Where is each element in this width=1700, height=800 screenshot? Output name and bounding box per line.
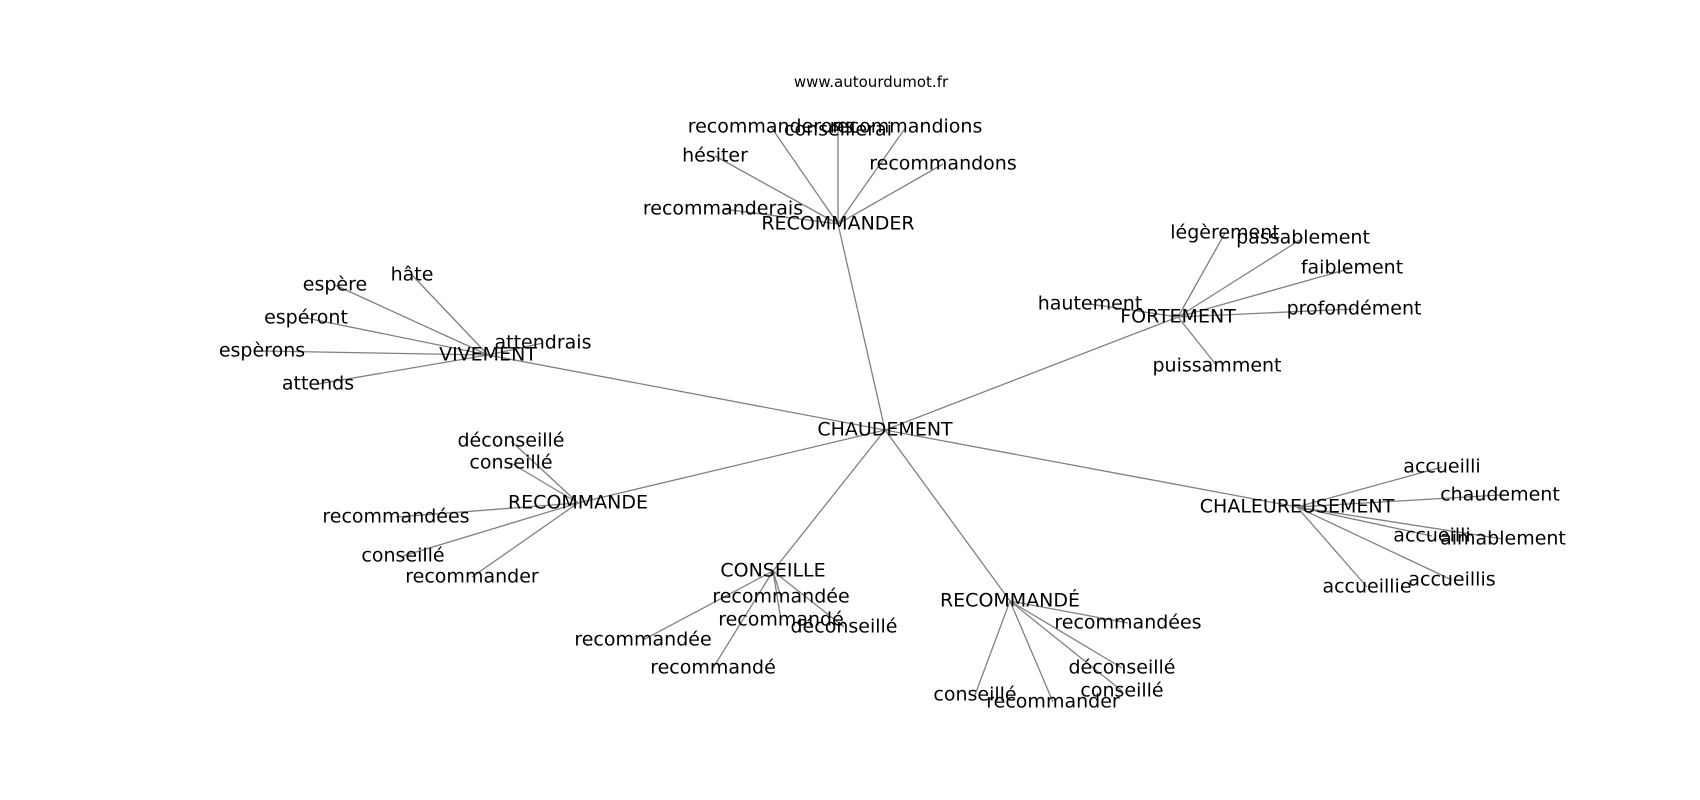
graph-edge — [261, 350, 489, 356]
leaf-node: conseillerai — [784, 119, 892, 141]
graph-edge — [772, 570, 782, 621]
graph-edge — [714, 155, 839, 225]
leaf-node: conseillé — [469, 452, 552, 474]
leaf-node: recommanderais — [643, 198, 803, 220]
leaf-node: conseillé — [361, 545, 444, 567]
leaf-node: espèrons — [219, 340, 305, 362]
leaf-node: hésiter — [682, 145, 748, 167]
graph-edge — [305, 317, 489, 356]
leaf-node: recommandé — [718, 609, 844, 631]
leaf-node: espère — [303, 274, 367, 296]
graph-labels: www.autourdumot.fr CHAUDEMENTRECOMMANDER… — [219, 73, 1566, 713]
graph-edge — [317, 354, 489, 385]
leaf-node: conseillé — [933, 684, 1016, 706]
graph-edge — [1296, 506, 1368, 588]
graph-edge — [510, 440, 579, 504]
leaf-node: recommandées — [1054, 612, 1201, 634]
leaf-node: aimablement — [1440, 528, 1566, 550]
hub-node: RECOMMANDÉ — [940, 589, 1080, 612]
hub-node: CHALEUREUSEMENT — [1200, 496, 1395, 518]
graph-edge — [1296, 506, 1433, 537]
graph-edge — [772, 570, 845, 628]
leaf-node: recommandions — [830, 116, 983, 138]
graph-edge — [402, 502, 579, 557]
graph-edge — [1177, 308, 1355, 318]
graph-edge — [1009, 600, 1123, 692]
leaf-node: recommandé — [650, 657, 776, 679]
graph-edge — [510, 462, 579, 504]
leaf-node: accueillie — [1322, 576, 1411, 598]
leaf-node: hautement — [1038, 293, 1143, 315]
graph-edge — [884, 429, 1298, 508]
leaf-node: puissamment — [1152, 355, 1281, 377]
leaf-node: profondément — [1287, 298, 1422, 320]
leaf-node: recommanderons — [688, 116, 855, 138]
graph-edge — [642, 570, 774, 641]
leaf-node: conseillé — [1080, 680, 1163, 702]
graph-edge — [1009, 600, 1123, 669]
hub-node: VIVEMENT — [439, 344, 537, 366]
leaf-node: recommandée — [574, 629, 711, 651]
graph-edge — [1177, 237, 1304, 318]
graph-edge — [1009, 600, 1129, 624]
graph-edge — [1177, 232, 1226, 318]
leaf-node: déconseillé — [458, 430, 565, 452]
leaf-node: accueilli — [1393, 525, 1470, 547]
graph-edge — [411, 274, 489, 356]
leaf-node: déconseillé — [791, 616, 898, 638]
hub-node: RECOMMANDE — [508, 492, 648, 514]
leaf-node: légèrement — [1170, 222, 1280, 244]
site-url[interactable]: www.autourdumot.fr — [794, 73, 949, 91]
leaf-node: attendrais — [495, 332, 592, 354]
leaf-node: accueillis — [1408, 569, 1495, 591]
graph-edge — [837, 223, 886, 431]
graph-edge — [722, 208, 839, 225]
leaf-node: recommandons — [869, 153, 1016, 175]
leaf-node: chaudement — [1440, 484, 1560, 506]
graph-edge — [1296, 506, 1504, 540]
graph-edge — [772, 429, 886, 572]
graph-edge — [712, 570, 774, 669]
center-node: CHAUDEMENT — [817, 419, 953, 441]
graph-edge — [884, 316, 1179, 431]
graph-edge — [487, 342, 544, 356]
graph-edge — [334, 284, 489, 356]
graph-edge — [1296, 494, 1501, 508]
leaf-node: faiblement — [1301, 257, 1403, 279]
graph-edge — [770, 126, 839, 225]
graph-edge — [395, 502, 579, 518]
graph-edge — [837, 126, 907, 225]
graph-edge — [487, 354, 886, 431]
hub-node: CONSEILLE — [720, 560, 825, 582]
graph-edge — [884, 429, 1011, 602]
leaf-node: recommandée — [712, 586, 849, 608]
graph-edges — [261, 126, 1504, 703]
graph-edge — [1089, 303, 1179, 318]
leaf-node: recommandées — [322, 506, 469, 528]
hub-node: FORTEMENT — [1120, 306, 1236, 328]
hub-node: RECOMMANDER — [761, 213, 914, 235]
graph-edge — [471, 502, 579, 578]
graph-edge — [1177, 316, 1218, 367]
leaf-node: espéront — [264, 307, 348, 329]
leaf-node: recommander — [405, 566, 539, 588]
leaf-node: attends — [282, 373, 354, 395]
graph-edge — [577, 429, 886, 504]
graph-edge — [1296, 466, 1443, 508]
graph-edge — [837, 163, 944, 225]
leaf-node: hâte — [391, 264, 434, 286]
graph-edge — [1009, 600, 1054, 703]
leaf-node: passablement — [1236, 227, 1370, 249]
graph-edge — [974, 600, 1011, 696]
leaf-node: recommander — [986, 691, 1120, 713]
graph-edge — [1177, 267, 1353, 318]
graph-edge — [1296, 506, 1453, 581]
leaf-node: déconseillé — [1069, 657, 1176, 679]
leaf-node: accueilli — [1403, 456, 1480, 478]
